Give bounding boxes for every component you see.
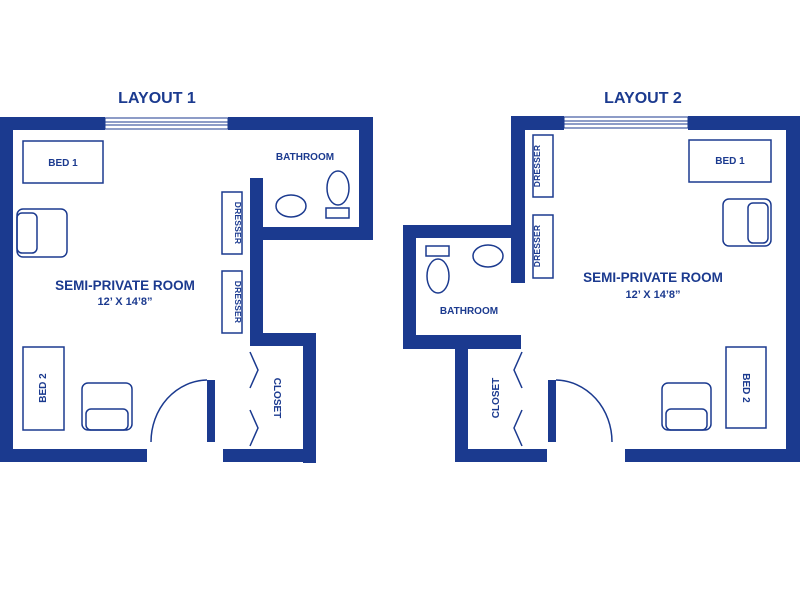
layout-1-dresser-a: DRESSER	[221, 191, 243, 255]
layout-1-bathroom: BATHROOM	[275, 152, 350, 219]
layout-2-bed-2-label: BED 2	[740, 373, 751, 403]
layout-2-chair-2	[661, 382, 712, 431]
layout-2-dresser-a-label: DRESSER	[532, 145, 542, 188]
layout-1-title: LAYOUT 1	[118, 90, 196, 107]
layout-2: LAYOUT 2 DRESSER DRESSER	[403, 90, 800, 462]
layout-2-toilet	[426, 258, 450, 294]
layout-1-dresser-b-label: DRESSER	[233, 281, 243, 324]
layout-1-room-dims: 12’ X 14’8”	[97, 296, 152, 308]
layout-1-chair-1	[16, 208, 68, 258]
layout-2-room-name: SEMI-PRIVATE ROOM	[583, 270, 723, 285]
layout-1-chair-2	[81, 382, 133, 431]
layout-2-walls	[403, 116, 800, 462]
layout-2-chair-1	[722, 198, 772, 247]
layout-1-bed-1-label: BED 1	[48, 158, 78, 169]
layout-2-bed-2: BED 2	[725, 346, 767, 429]
layout-1: LAYOUT 1 BED 1 BED 2	[0, 90, 373, 463]
layout-1-bathroom-label: BATHROOM	[276, 152, 334, 163]
layout-1-sink	[275, 194, 307, 218]
layout-1-toilet	[326, 170, 350, 206]
layout-2-dresser-b: DRESSER	[532, 214, 554, 279]
layout-2-bed-1: BED 1	[688, 139, 772, 183]
layout-1-door-swing	[150, 379, 208, 443]
layout-1-bed-2: BED 2	[22, 346, 65, 431]
layout-2-closet-label: CLOSET	[491, 378, 502, 419]
layout-1-bed-1: BED 1	[22, 140, 104, 184]
layout-2-door-swing	[555, 379, 613, 443]
layout-1-closet: CLOSET	[249, 351, 282, 447]
layout-2-room-dims: 12’ X 14’8”	[625, 289, 680, 301]
layout-1-dresser-b: DRESSER	[221, 270, 243, 334]
layout-1-dresser-a-label: DRESSER	[233, 202, 243, 245]
layout-2-bathroom: BATHROOM	[425, 244, 504, 317]
layout-2-closet-doors	[513, 351, 523, 447]
layout-2-closet: CLOSET	[491, 351, 523, 447]
layout-2-dresser-a: DRESSER	[532, 134, 554, 198]
layout-1-walls	[0, 117, 373, 463]
layout-2-dresser-b-label: DRESSER	[532, 225, 542, 268]
layout-2-bathroom-label: BATHROOM	[440, 306, 498, 317]
layout-1-window	[104, 117, 229, 130]
layout-2-title: LAYOUT 2	[604, 90, 682, 107]
layout-2-window	[563, 116, 689, 129]
layout-1-room-name: SEMI-PRIVATE ROOM	[55, 278, 195, 293]
layout-1-bed-2-label: BED 2	[38, 373, 49, 403]
layout-2-bed-1-label: BED 1	[715, 156, 745, 167]
layout-1-closet-label: CLOSET	[271, 378, 282, 419]
layout-1-closet-doors	[249, 351, 259, 447]
layout-2-sink	[472, 244, 504, 268]
